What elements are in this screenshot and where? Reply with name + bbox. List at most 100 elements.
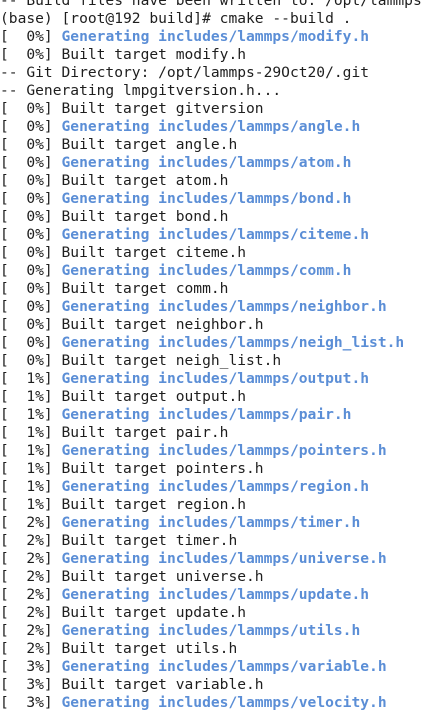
terminal-line: [ 1%] Generating includes/lammps/pointer… <box>0 442 430 460</box>
terminal-line: [ 1%] Built target pointers.h <box>0 460 430 478</box>
terminal-line: -- Generating lmpgitversion.h... <box>0 82 430 100</box>
terminal-line: [ 0%] Built target comm.h <box>0 280 430 298</box>
progress-percent: [ 1%] <box>0 478 62 495</box>
progress-percent: [ 2%] <box>0 604 62 621</box>
progress-percent: [ 1%] <box>0 424 62 441</box>
progress-percent: [ 0%] <box>0 208 62 225</box>
terminal-line: (base) [root@192 build]# cmake --build . <box>0 10 430 28</box>
terminal-line: [ 2%] Built target universe.h <box>0 568 430 586</box>
terminal-line: [ 2%] Generating includes/lammps/utils.h <box>0 622 430 640</box>
progress-percent: [ 3%] <box>0 658 62 675</box>
progress-percent: [ 0%] <box>0 100 62 117</box>
built-target-message: Built target comm.h <box>61 280 229 297</box>
built-target-message: Built target neigh_list.h <box>61 352 282 369</box>
terminal-line: [ 0%] Built target modify.h <box>0 46 430 64</box>
generating-message: Generating includes/lammps/neighbor.h <box>61 298 387 315</box>
progress-percent: [ 0%] <box>0 46 62 63</box>
generating-message: Generating includes/lammps/update.h <box>61 586 370 603</box>
generating-message: Generating includes/lammps/angle.h <box>61 118 361 135</box>
generating-message: Generating includes/lammps/variable.h <box>61 658 387 675</box>
output-text: -- Build files have been written to: /op… <box>0 0 422 9</box>
terminal-line: -- Git Directory: /opt/lammps-29Oct20/.g… <box>0 64 430 82</box>
terminal-line: [ 1%] Generating includes/lammps/pair.h <box>0 406 430 424</box>
progress-percent: [ 0%] <box>0 136 62 153</box>
progress-percent: [ 0%] <box>0 190 62 207</box>
terminal-line: [ 0%] Built target citeme.h <box>0 244 430 262</box>
terminal-line: [ 0%] Built target gitversion <box>0 100 430 118</box>
progress-percent: [ 0%] <box>0 226 62 243</box>
terminal-line: [ 1%] Generating includes/lammps/region.… <box>0 478 430 496</box>
progress-percent: [ 2%] <box>0 622 62 639</box>
progress-percent: [ 0%] <box>0 172 62 189</box>
built-target-message: Built target pair.h <box>61 424 229 441</box>
terminal-line: [ 2%] Built target utils.h <box>0 640 430 658</box>
terminal-line: [ 0%] Generating includes/lammps/comm.h <box>0 262 430 280</box>
output-text: (base) [root@192 build]# cmake --build . <box>0 10 352 27</box>
progress-percent: [ 0%] <box>0 118 62 135</box>
terminal-line: [ 2%] Built target update.h <box>0 604 430 622</box>
terminal-line: [ 0%] Generating includes/lammps/atom.h <box>0 154 430 172</box>
generating-message: Generating includes/lammps/velocity.h <box>61 694 387 711</box>
terminal-line: [ 2%] Generating includes/lammps/univers… <box>0 550 430 568</box>
progress-percent: [ 2%] <box>0 640 62 657</box>
terminal-line: [ 0%] Generating includes/lammps/neigh_l… <box>0 334 430 352</box>
progress-percent: [ 2%] <box>0 514 62 531</box>
terminal-line: [ 0%] Built target neighbor.h <box>0 316 430 334</box>
terminal-line: [ 2%] Generating includes/lammps/update.… <box>0 586 430 604</box>
terminal-line: [ 1%] Built target pair.h <box>0 424 430 442</box>
generating-message: Generating includes/lammps/bond.h <box>61 190 352 207</box>
terminal-line: [ 0%] Generating includes/lammps/bond.h <box>0 190 430 208</box>
generating-message: Generating includes/lammps/pair.h <box>61 406 352 423</box>
generating-message: Generating includes/lammps/region.h <box>61 478 370 495</box>
terminal-line: [ 0%] Generating includes/lammps/angle.h <box>0 118 430 136</box>
built-target-message: Built target variable.h <box>61 676 264 693</box>
progress-percent: [ 0%] <box>0 244 62 261</box>
progress-percent: [ 0%] <box>0 298 62 315</box>
built-target-message: Built target pointers.h <box>61 460 264 477</box>
terminal-line: [ 1%] Generating includes/lammps/output.… <box>0 370 430 388</box>
terminal-line: [ 0%] Built target atom.h <box>0 172 430 190</box>
progress-percent: [ 1%] <box>0 460 62 477</box>
progress-percent: [ 3%] <box>0 676 62 693</box>
generating-message: Generating includes/lammps/output.h <box>61 370 370 387</box>
built-target-message: Built target atom.h <box>61 172 229 189</box>
built-target-message: Built target angle.h <box>61 136 238 153</box>
progress-percent: [ 0%] <box>0 154 62 171</box>
progress-percent: [ 2%] <box>0 550 62 567</box>
terminal-line: -- Build files have been written to: /op… <box>0 0 430 10</box>
output-text: -- Git Directory: /opt/lammps-29Oct20/.g… <box>0 64 370 81</box>
progress-percent: [ 1%] <box>0 406 62 423</box>
progress-percent: [ 2%] <box>0 532 62 549</box>
generating-message: Generating includes/lammps/modify.h <box>61 28 370 45</box>
progress-percent: [ 0%] <box>0 28 62 45</box>
output-text: -- Generating lmpgitversion.h... <box>0 82 282 99</box>
terminal-line: [ 1%] Built target region.h <box>0 496 430 514</box>
progress-percent: [ 1%] <box>0 388 62 405</box>
generating-message: Generating includes/lammps/citeme.h <box>61 226 370 243</box>
built-target-message: Built target neighbor.h <box>61 316 264 333</box>
terminal-line: [ 1%] Built target output.h <box>0 388 430 406</box>
terminal-line: [ 3%] Generating includes/lammps/variabl… <box>0 658 430 676</box>
progress-percent: [ 3%] <box>0 694 62 711</box>
progress-percent: [ 0%] <box>0 352 62 369</box>
terminal-line: [ 0%] Generating includes/lammps/neighbo… <box>0 298 430 316</box>
built-target-message: Built target region.h <box>61 496 247 513</box>
terminal-line: [ 3%] Built target variable.h <box>0 676 430 694</box>
terminal-line: [ 2%] Generating includes/lammps/timer.h <box>0 514 430 532</box>
generating-message: Generating includes/lammps/pointers.h <box>61 442 387 459</box>
built-target-message: Built target utils.h <box>61 640 238 657</box>
terminal-line: [ 2%] Built target timer.h <box>0 532 430 550</box>
generating-message: Generating includes/lammps/comm.h <box>61 262 352 279</box>
progress-percent: [ 0%] <box>0 262 62 279</box>
built-target-message: Built target gitversion <box>61 100 264 117</box>
progress-percent: [ 1%] <box>0 370 62 387</box>
progress-percent: [ 0%] <box>0 316 62 333</box>
terminal-line: [ 0%] Built target bond.h <box>0 208 430 226</box>
progress-percent: [ 1%] <box>0 496 62 513</box>
built-target-message: Built target update.h <box>61 604 247 621</box>
generating-message: Generating includes/lammps/atom.h <box>61 154 352 171</box>
built-target-message: Built target bond.h <box>61 208 229 225</box>
terminal-line: [ 0%] Built target neigh_list.h <box>0 352 430 370</box>
terminal-line: [ 3%] Generating includes/lammps/velocit… <box>0 694 430 712</box>
